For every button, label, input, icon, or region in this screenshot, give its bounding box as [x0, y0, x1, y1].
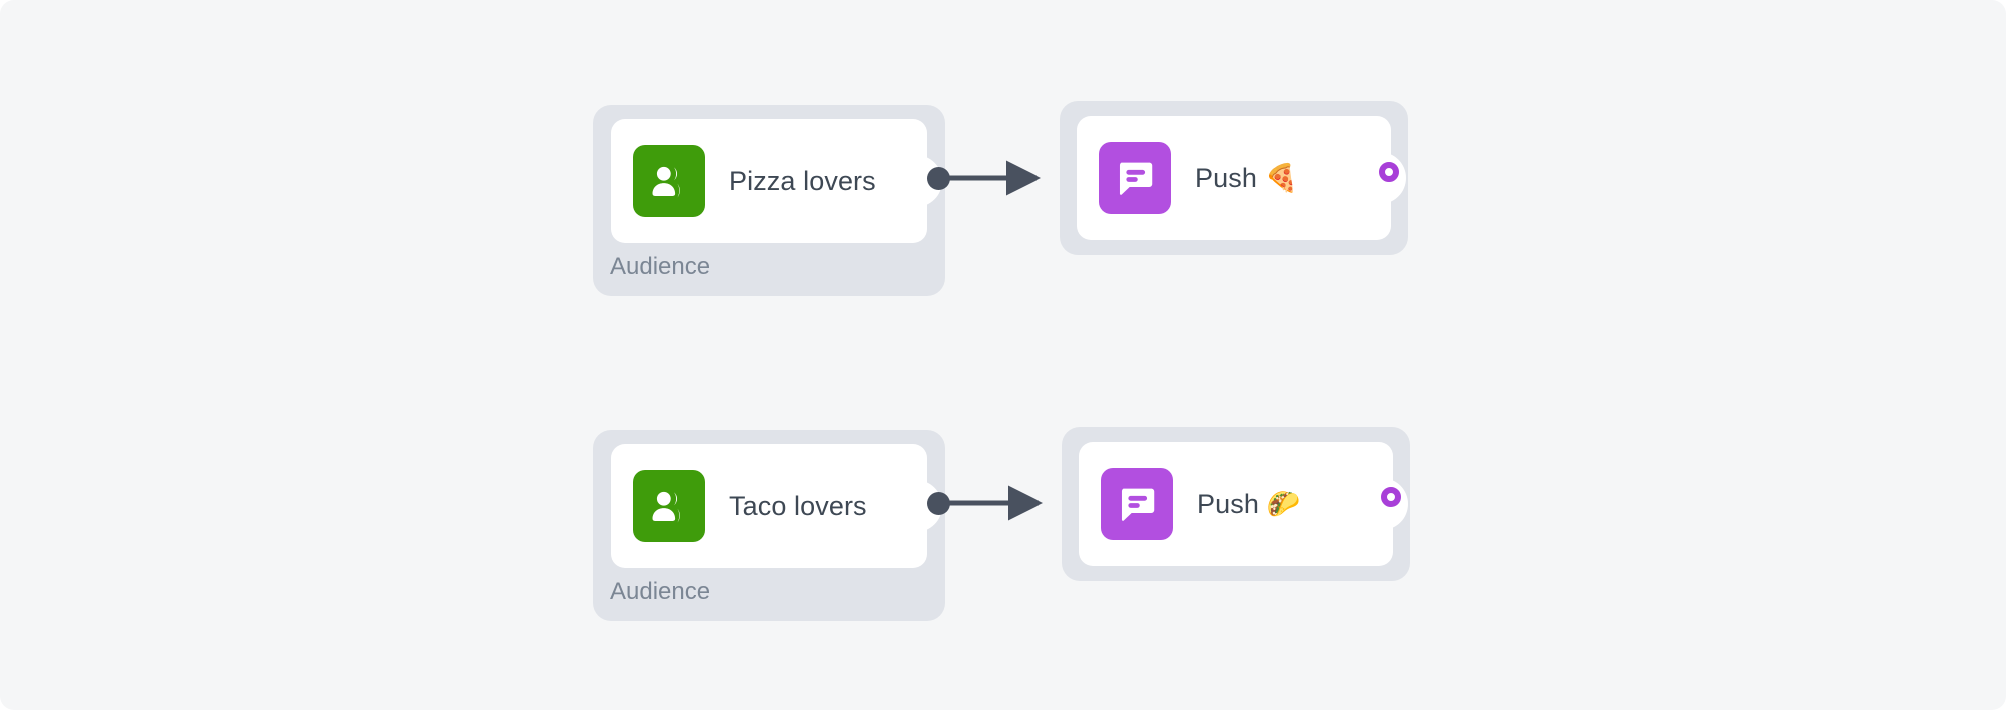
audience-footer-pizza: Audience — [610, 253, 711, 280]
push-label: Push 🍕 — [1195, 162, 1299, 193]
audience-footer-taco: Audience — [610, 578, 711, 605]
audience-card-pizza[interactable]: Pizza lovers — [611, 119, 942, 243]
push-message-icon — [1101, 468, 1173, 540]
audience-label: Pizza lovers — [729, 165, 876, 196]
push-group-taco[interactable]: Push 🌮 — [1062, 427, 1410, 581]
target-port-taco[interactable] — [1381, 487, 1401, 507]
audience-card-taco[interactable]: Taco lovers — [611, 444, 942, 568]
audience-people-icon — [633, 470, 705, 542]
push-group-pizza[interactable]: Push 🍕 — [1060, 101, 1408, 255]
source-port-pizza[interactable] — [927, 167, 950, 190]
push-card-pizza[interactable]: Push 🍕 — [1077, 116, 1406, 240]
audience-group-pizza[interactable]: Pizza lovers Audience — [593, 105, 945, 296]
push-card-taco[interactable]: Push 🌮 — [1079, 442, 1408, 566]
audience-group-taco[interactable]: Taco lovers Audience — [593, 430, 945, 621]
source-port-taco[interactable] — [927, 492, 950, 515]
target-port-pizza[interactable] — [1379, 162, 1399, 182]
push-label: Push 🌮 — [1197, 488, 1301, 519]
audience-label: Taco lovers — [729, 490, 867, 521]
push-message-icon — [1099, 142, 1171, 214]
audience-people-icon — [633, 145, 705, 217]
